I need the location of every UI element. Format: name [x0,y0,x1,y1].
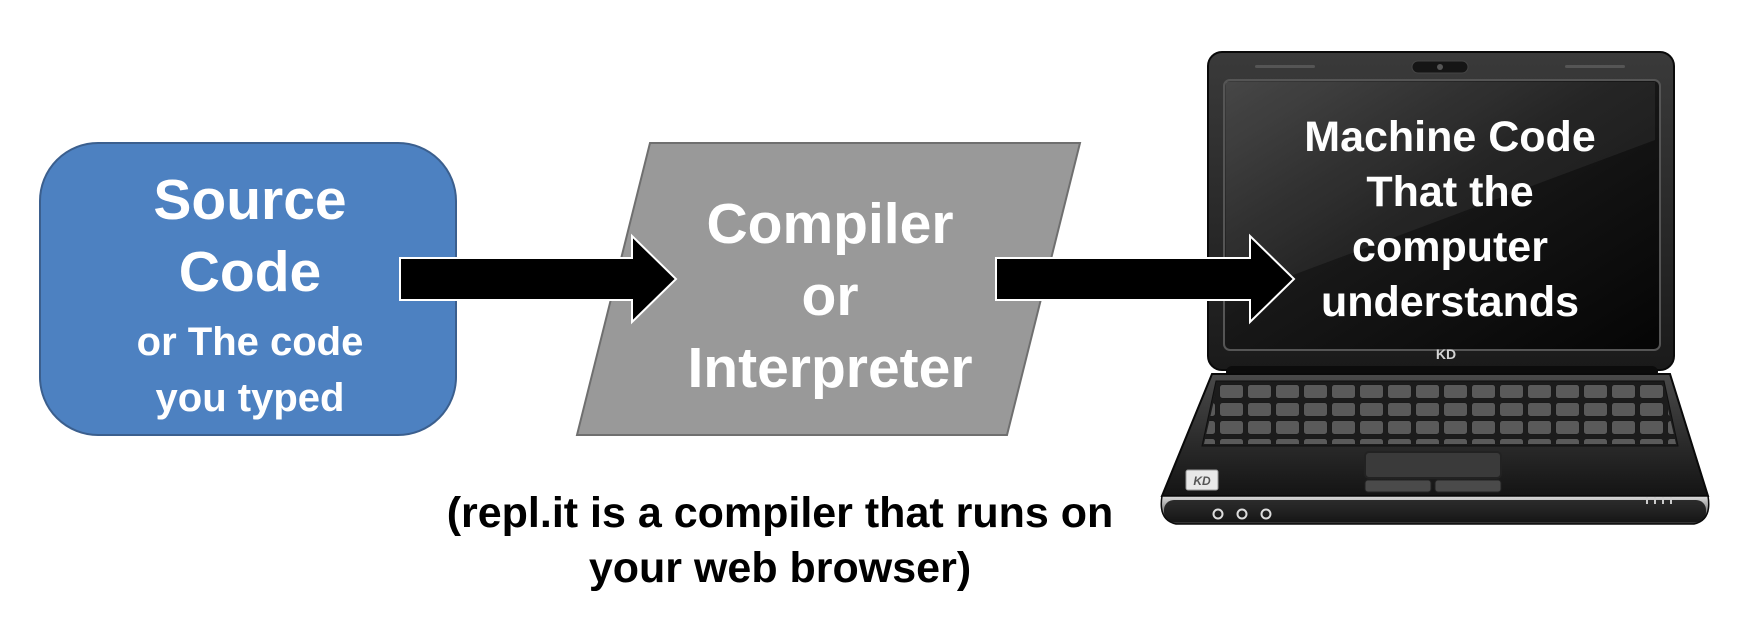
caption-line: (repl.it is a compiler that runs on [446,489,1114,537]
compiler-label: Compiler or Interpreter [630,188,1030,404]
arrow-compiler-to-machine-code [995,233,1296,325]
source-code-title-line: Source [153,168,347,232]
source-code-title: Source Code [120,164,380,308]
arrow-source-to-compiler [399,233,678,325]
source-code-subtitle: or The code you typed [95,314,405,426]
machine-code-line: That the [1366,168,1534,216]
machine-code-line: computer [1352,223,1548,271]
caption-line: your web browser) [588,544,972,592]
machine-code-line: Machine Code [1304,113,1596,161]
laptop-brand-logo: KD [1435,346,1457,362]
laptop-badge-sticker [1185,469,1219,491]
compiler-label-line: Compiler [706,192,954,256]
laptop-illustration [1160,51,1710,525]
machine-code-line: understands [1320,278,1580,326]
compiler-parallelogram [575,142,1082,436]
laptop-badge-text: KD [1193,474,1211,488]
caption: (repl.it is a compiler that runs on your… [380,486,1180,596]
compiler-label-line: Interpreter [687,336,973,400]
source-code-title-line: Code [178,240,322,304]
source-code-subtitle-line: or The code [136,320,364,364]
source-code-subtitle-line: you typed [155,376,345,420]
compiler-label-line: or [801,264,859,328]
machine-code-label: Machine Code That the computer understan… [1260,110,1640,330]
